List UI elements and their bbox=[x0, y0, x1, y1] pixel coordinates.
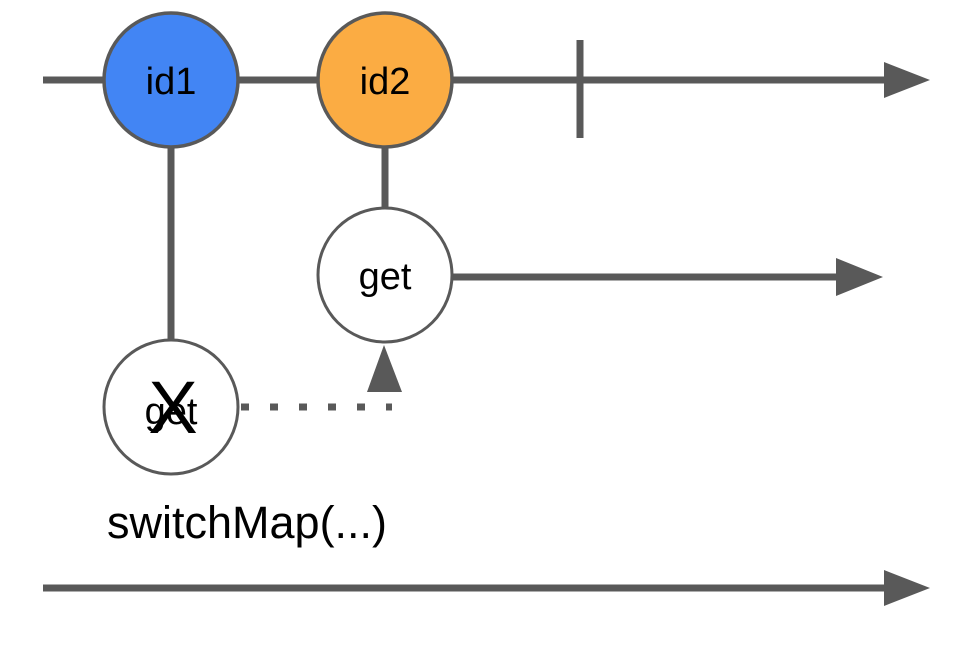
output-timeline-arrowhead-icon bbox=[884, 570, 930, 606]
inner-get-cancelled-label: get bbox=[145, 391, 198, 433]
switch-redirect-arrowhead-icon bbox=[367, 345, 402, 392]
inner-get-cancelled: get X bbox=[102, 338, 240, 476]
marble-id1-circle bbox=[102, 11, 240, 149]
switch-redirect bbox=[241, 345, 402, 411]
marble-id1-label: id1 bbox=[146, 61, 197, 103]
source-timeline-arrowhead-icon bbox=[884, 62, 930, 98]
marble-id2-circle bbox=[316, 11, 454, 149]
inner-get-active: get bbox=[316, 206, 454, 344]
inner-result-arrowhead-icon bbox=[836, 258, 883, 296]
marble-id2: id2 bbox=[316, 11, 454, 149]
marble-id2-label: id2 bbox=[360, 61, 411, 103]
marble-id1: id1 bbox=[102, 11, 240, 149]
cancel-x-mark: X bbox=[148, 366, 197, 449]
inner-result-timeline bbox=[451, 258, 883, 296]
inner-get-cancelled-circle bbox=[102, 338, 240, 476]
output-timeline bbox=[43, 570, 930, 606]
operator-label: switchMap(...) bbox=[107, 497, 387, 548]
inner-get-active-circle bbox=[316, 206, 454, 344]
inner-get-active-label: get bbox=[359, 256, 412, 298]
